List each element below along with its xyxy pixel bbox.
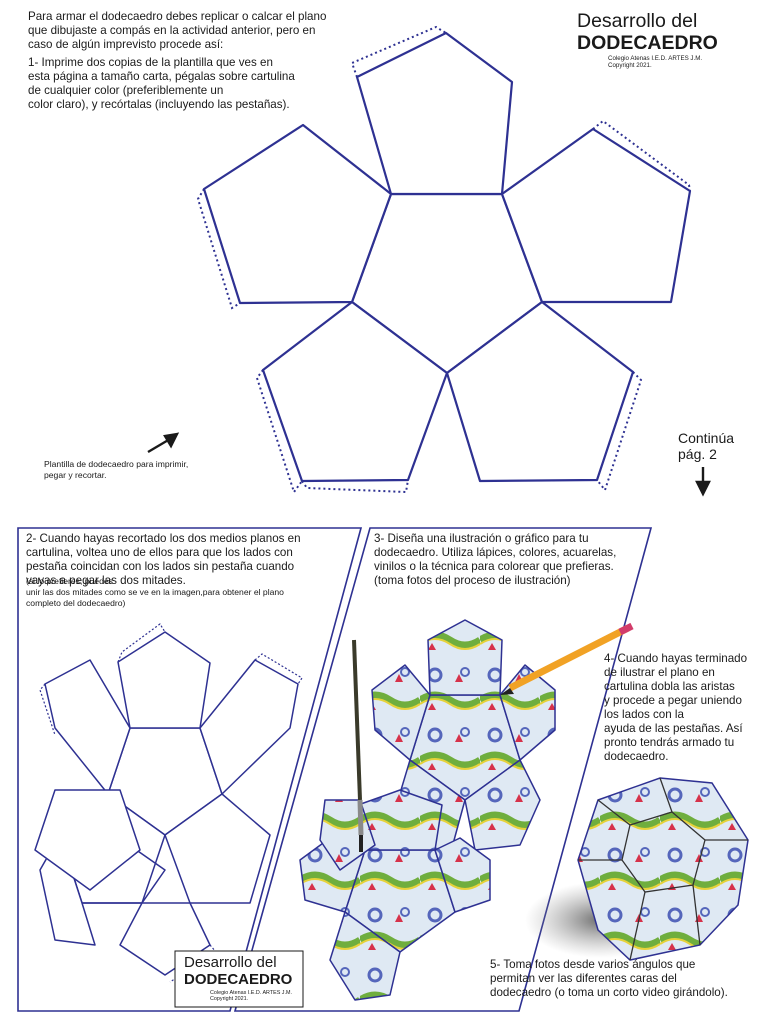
step3-frame <box>233 527 653 1012</box>
step5-text: 5- Toma fotos desde varios ángulos que p… <box>490 958 728 999</box>
pencil-icon <box>500 622 634 695</box>
net-face-right <box>500 127 692 304</box>
footer-credit: Colegio Atenas I.E.D. ARTES J.M. Copyrig… <box>210 990 292 1002</box>
net-tabs <box>196 25 691 495</box>
arrow-down-icon <box>695 467 711 497</box>
net-face-bottom-left <box>261 300 449 483</box>
step1-text: 1- Imprime dos copias de la plantilla qu… <box>28 56 295 111</box>
paintbrush-icon <box>352 639 364 852</box>
net-face-bottom-right <box>445 300 635 483</box>
net-face-top <box>355 31 514 196</box>
intro-paragraph: Para armar el dodecaedro debes replicar … <box>28 10 327 51</box>
footer-title-line1: Desarrollo del <box>184 954 277 971</box>
arrow-to-template-icon <box>147 432 180 454</box>
header-credit: Colegio Atenas I.E.D. ARTES J.M. Copyrig… <box>608 55 703 69</box>
header-title-line2: DODECAEDRO <box>577 32 718 54</box>
header-title-line1: Desarrollo del <box>577 10 698 32</box>
small-full-net <box>34 631 299 976</box>
step2-text: 2- Cuando hayas recortado los dos medios… <box>26 532 301 587</box>
assembled-dodecahedron <box>525 777 749 961</box>
step4-text: 4- Cuando hayas terminado de ilustrar el… <box>604 652 748 763</box>
illustrated-net <box>299 619 556 1001</box>
dodecahedron-template-net <box>202 31 692 483</box>
step3-text: 3- Diseña una ilustración o gráfico para… <box>374 532 617 587</box>
net-face-left <box>202 123 393 305</box>
step2-frame <box>17 527 363 1012</box>
template-caption: Plantilla de dodecaedro para imprimir, p… <box>44 459 189 480</box>
continue-note: Continúa pág. 2 <box>678 430 735 462</box>
footer-title-line2: DODECAEDRO <box>184 971 293 988</box>
footer-title-box <box>174 950 304 1008</box>
step2-note: (si lo prefieres, puedes unir las dos mi… <box>26 576 284 608</box>
